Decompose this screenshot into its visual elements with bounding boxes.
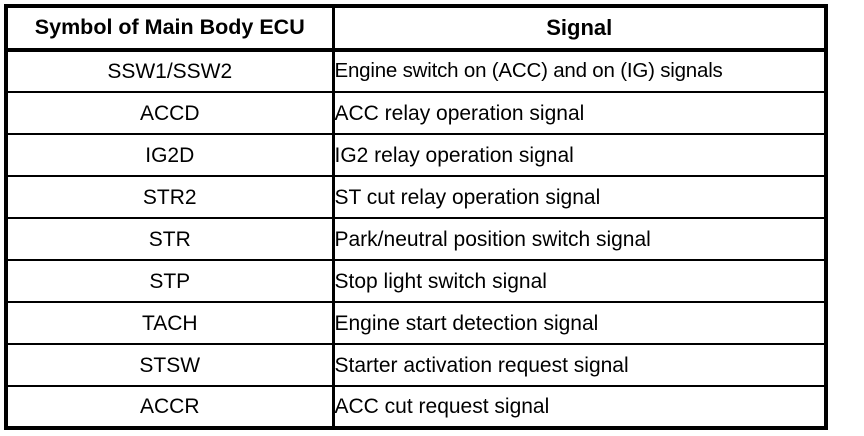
table-row: STSW Starter activation request signal bbox=[6, 343, 826, 386]
column-header-symbol: Symbol of Main Body ECU bbox=[6, 6, 335, 52]
cell-signal: Starter activation request signal bbox=[333, 343, 826, 386]
cell-signal: Park/neutral position switch signal bbox=[333, 217, 826, 260]
cell-signal: ACC relay operation signal bbox=[333, 91, 826, 134]
cell-signal: ACC cut request signal bbox=[333, 385, 826, 428]
ecu-signal-table: Symbol of Main Body ECU Signal SSW1/SSW2… bbox=[4, 4, 828, 430]
cell-signal: ST cut relay operation signal bbox=[333, 175, 826, 218]
table-body: SSW1/SSW2 Engine switch on (ACC) and on … bbox=[6, 50, 826, 428]
table-row: STR Park/neutral position switch signal bbox=[6, 217, 826, 260]
cell-symbol: ACCD bbox=[6, 91, 335, 134]
cell-symbol: ACCR bbox=[6, 385, 335, 428]
cell-symbol: STSW bbox=[6, 343, 335, 386]
cell-signal: Engine start detection signal bbox=[333, 301, 826, 344]
cell-symbol: STR bbox=[6, 217, 335, 260]
cell-symbol: TACH bbox=[6, 301, 335, 344]
cell-symbol: SSW1/SSW2 bbox=[6, 50, 335, 92]
cell-signal: Engine switch on (ACC) and on (IG) signa… bbox=[334, 59, 723, 83]
cell-symbol: IG2D bbox=[6, 133, 335, 176]
table-row: STR2 ST cut relay operation signal bbox=[6, 175, 826, 218]
table-row: ACCD ACC relay operation signal bbox=[6, 91, 826, 134]
table-header: Symbol of Main Body ECU Signal bbox=[6, 6, 826, 52]
table-row: IG2D IG2 relay operation signal bbox=[6, 133, 826, 176]
cell-symbol: STP bbox=[6, 259, 335, 302]
table-row: ACCR ACC cut request signal bbox=[6, 385, 826, 428]
table-row: SSW1/SSW2 Engine switch on (ACC) and on … bbox=[6, 50, 826, 92]
table-row: STP Stop light switch signal bbox=[6, 259, 826, 302]
cell-symbol: STR2 bbox=[6, 175, 335, 218]
table-header-row: Symbol of Main Body ECU Signal bbox=[6, 6, 826, 52]
column-header-signal: Signal bbox=[333, 6, 826, 52]
table-row: TACH Engine start detection signal bbox=[6, 301, 826, 344]
cell-signal: Stop light switch signal bbox=[333, 259, 826, 302]
cell-signal: IG2 relay operation signal bbox=[333, 133, 826, 176]
